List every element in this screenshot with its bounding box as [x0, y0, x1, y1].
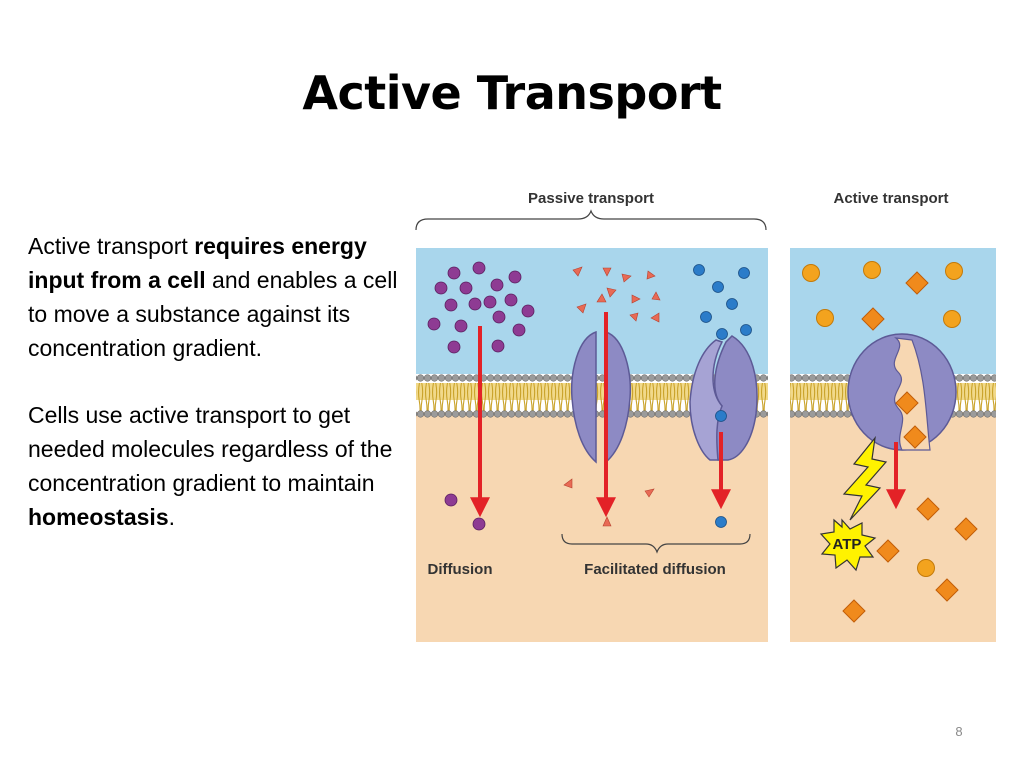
active-transport-header: Active transport [833, 190, 948, 207]
facilitated-brace [561, 533, 751, 554]
body-text: Active transport requires energy input f… [28, 229, 408, 534]
paragraph-emphasis: homeostasis [28, 504, 169, 530]
molecules-orange-sphere [802, 261, 963, 577]
passive-brace [415, 209, 767, 231]
atp-burst [819, 518, 877, 572]
molecules-triangle [563, 266, 661, 527]
facilitated-diffusion-label: Facilitated diffusion [584, 561, 726, 578]
channel-protein [570, 330, 597, 464]
paragraph-text: and enables a cell to move a substance a… [28, 267, 398, 361]
paragraph-homeostasis: Cells use active transport to get needed… [28, 398, 408, 534]
molecules-blue [693, 264, 752, 528]
transport-diagram: Passive transport Active transport [415, 190, 996, 642]
slide-title: Active Transport [302, 66, 722, 120]
carrier-protein [689, 339, 724, 461]
channel-protein [605, 330, 632, 464]
molecules-orange-diamond [842, 271, 978, 623]
pump-binding-site [893, 337, 931, 451]
passive-transport-panel: Diffusion Facilitated diffusion [416, 248, 768, 642]
diffusion-label: Diffusion [428, 561, 493, 578]
molecules-purple [427, 261, 535, 531]
paragraph-text: Cells use active transport to get needed… [28, 402, 393, 496]
active-transport-panel: ATP [790, 248, 996, 642]
energy-bolt [842, 435, 888, 521]
slide-number: 8 [955, 724, 963, 739]
paragraph-text: Active transport [28, 233, 195, 259]
paragraph-text: . [168, 504, 175, 530]
paragraph-emphasis: requires energy input from a cell [28, 233, 367, 293]
passive-transport-header: Passive transport [528, 190, 654, 207]
atp-label: ATP [833, 536, 862, 553]
paragraph-active-transport-definition: Active transport requires energy input f… [28, 229, 408, 365]
